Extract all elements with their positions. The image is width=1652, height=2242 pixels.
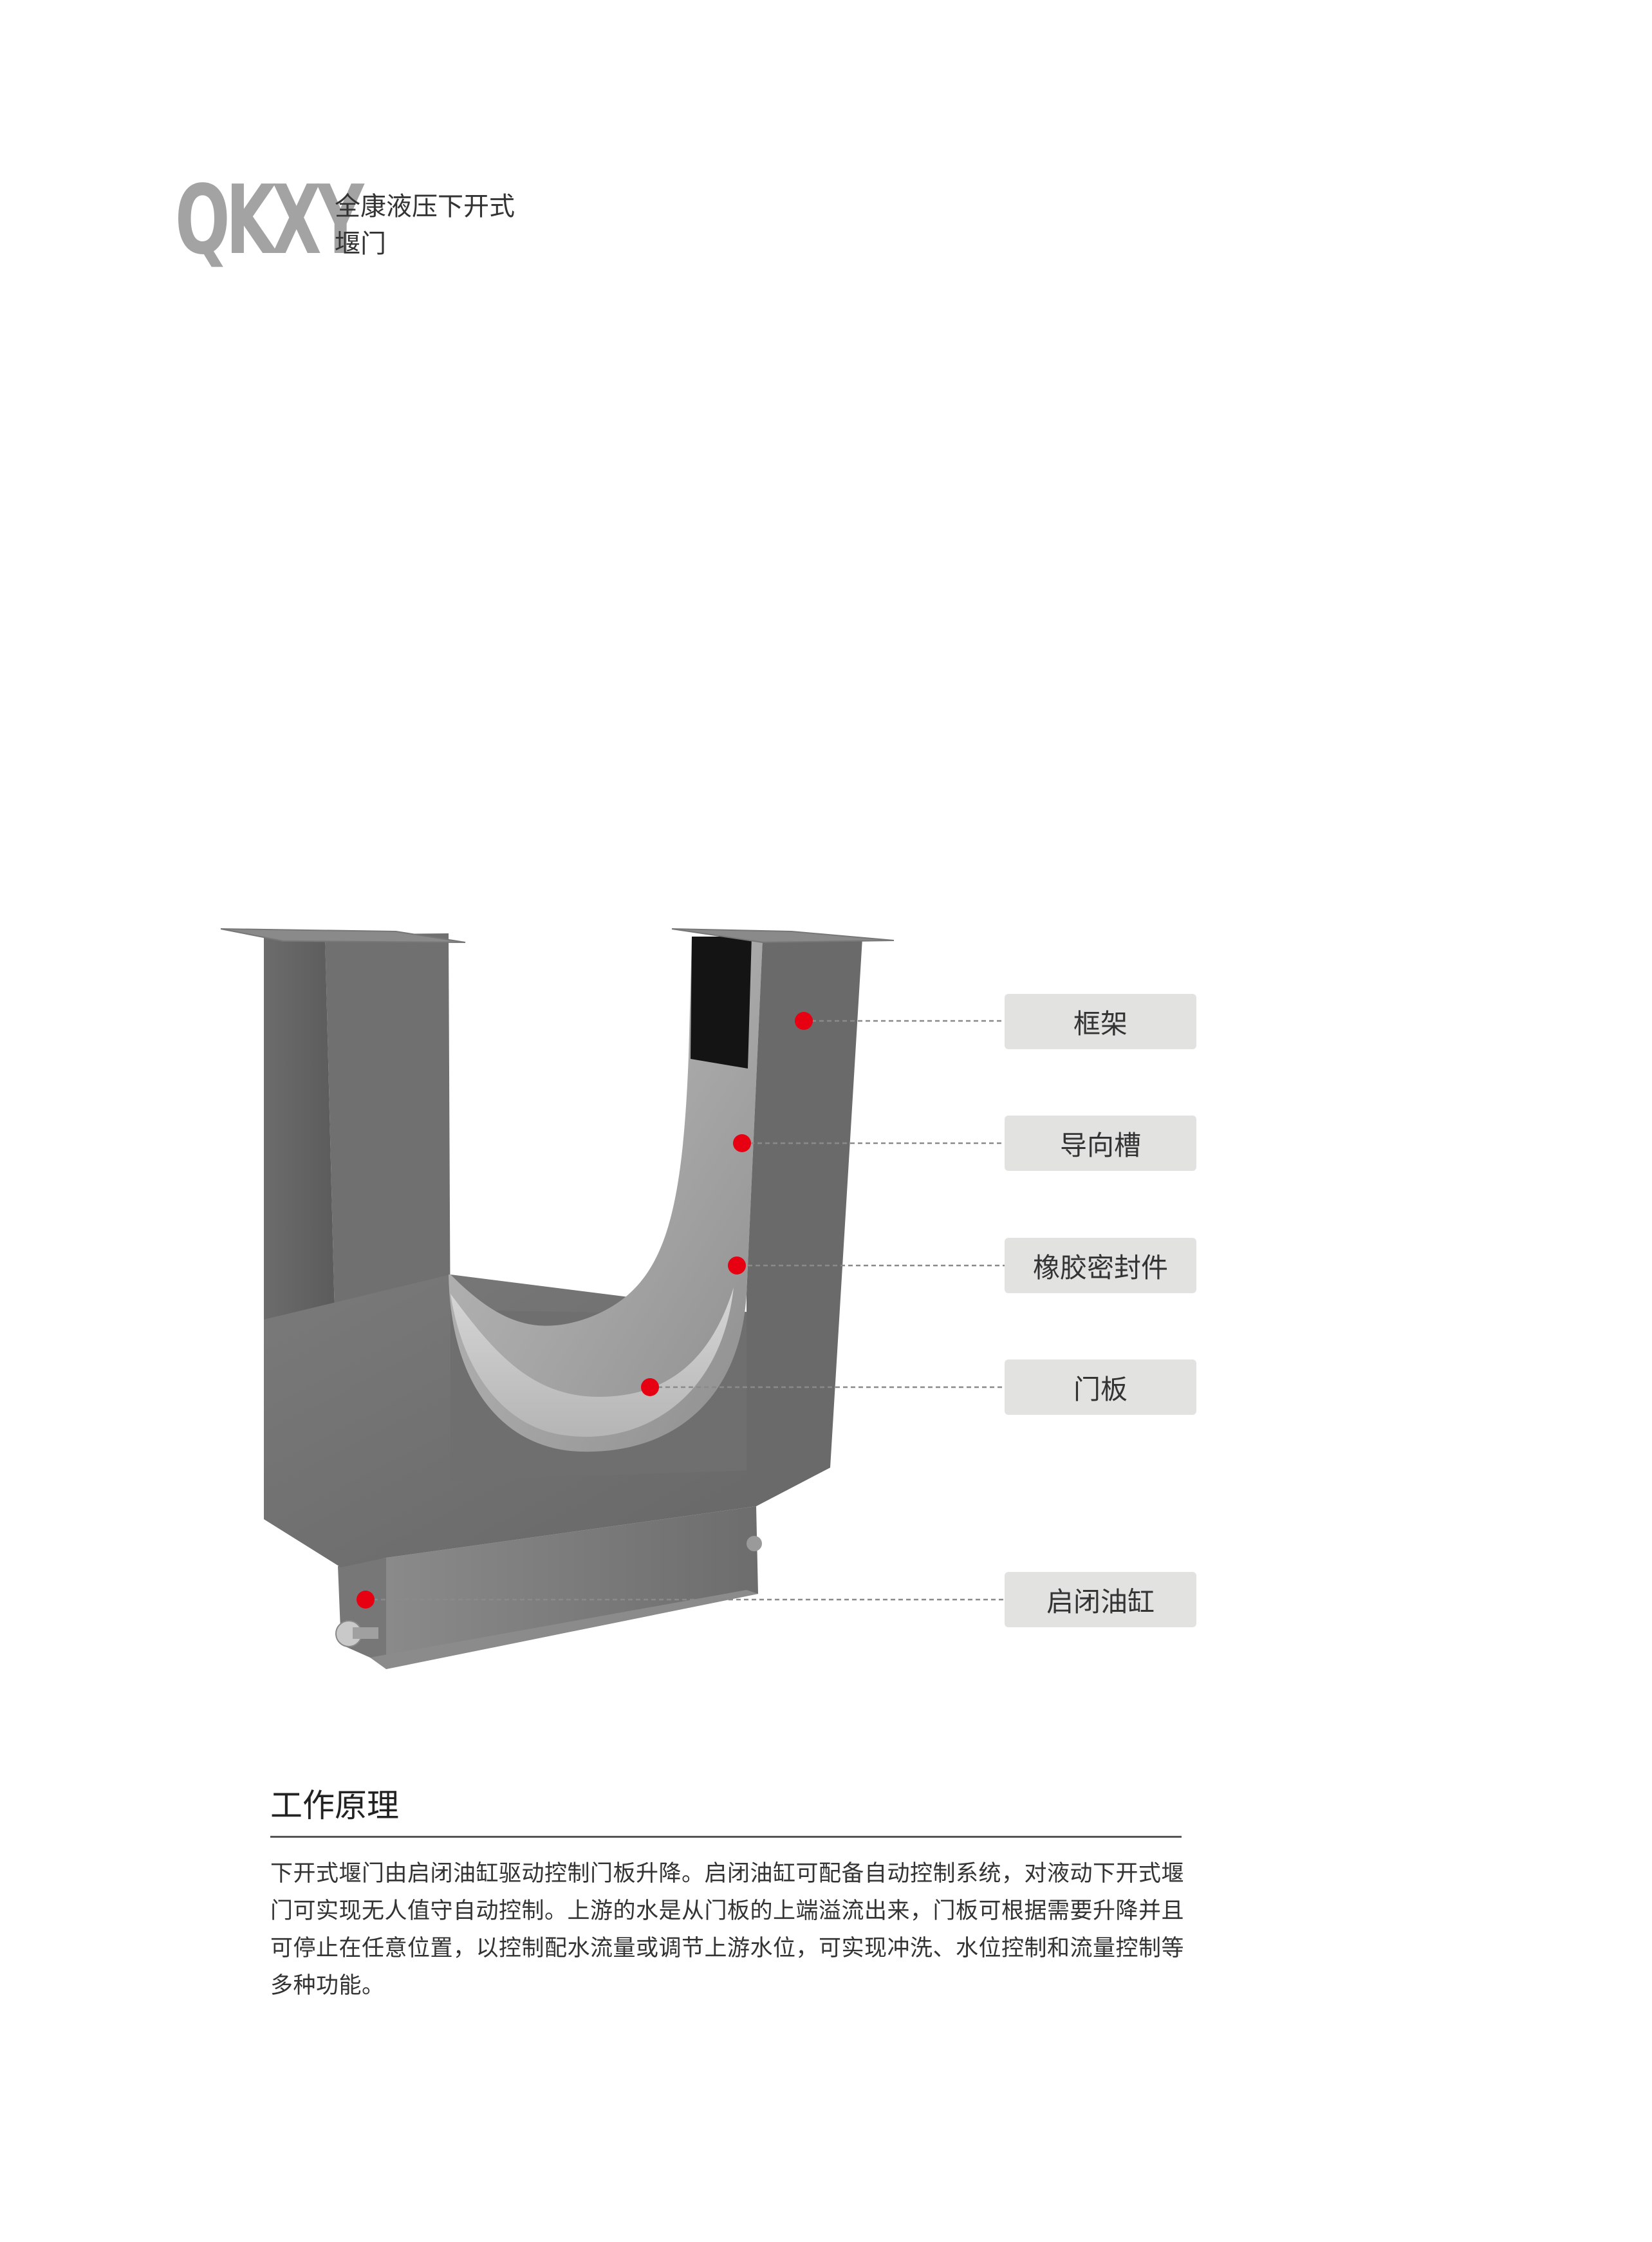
callout-frame: 框架	[1005, 994, 1196, 1049]
callout-hydraulic-cylinder: 启闭油缸	[1005, 1572, 1196, 1627]
section-title: 工作原理	[270, 1787, 399, 1824]
section-body: 下开式堰门由启闭油缸驱动控制门板升降。启闭油缸可配备自动控制系统，对液动下开式堰…	[270, 1861, 1185, 1999]
product-name-line2: 堰门	[335, 229, 386, 259]
marker-cylinder	[357, 1591, 375, 1609]
product-name-line1: 全康液压下开式	[335, 192, 515, 221]
frame-right-column	[671, 928, 895, 1481]
marker-plate	[641, 1378, 659, 1396]
marker-frame	[795, 1012, 813, 1030]
guide-channel	[449, 937, 763, 1452]
marker-guide	[733, 1134, 751, 1152]
marker-seal	[728, 1256, 746, 1275]
markers	[357, 1012, 813, 1609]
callout-rubber-seal: 橡胶密封件	[1005, 1238, 1196, 1293]
callout-guide-channel: 导向槽	[1005, 1116, 1196, 1171]
leader-lines	[366, 1020, 1005, 1601]
product-name: 全康液压下开式 堰门	[335, 188, 515, 263]
cylinder-housing	[335, 1506, 762, 1669]
section-divider	[270, 1836, 1182, 1838]
callout-gate-plate: 门板	[1005, 1359, 1196, 1415]
product-code: QKXY	[175, 165, 364, 276]
